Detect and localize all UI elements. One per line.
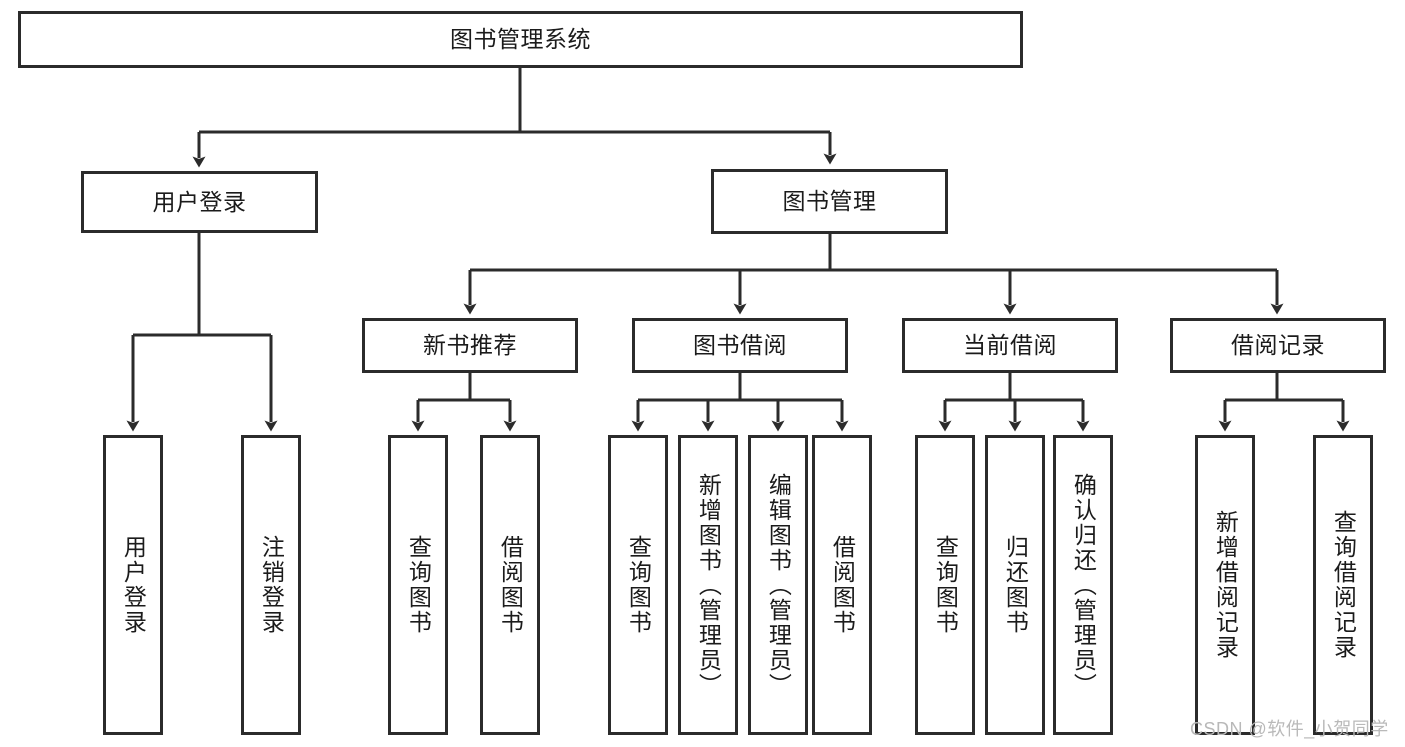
node-leaf-confirm-return[interactable]: 确认归还（管理员） — [1053, 435, 1113, 735]
node-leaf-query-record-label: 查询借阅记录 — [1330, 510, 1357, 660]
node-current-borrow-label: 当前借阅 — [963, 332, 1057, 359]
node-leaf-query-book-2[interactable]: 查询图书 — [608, 435, 668, 735]
node-leaf-borrow-book-1-label: 借阅图书 — [497, 535, 524, 635]
node-borrow-record-label: 借阅记录 — [1231, 332, 1325, 359]
node-new-book-recommend[interactable]: 新书推荐 — [362, 318, 578, 373]
node-leaf-query-book-2-label: 查询图书 — [625, 535, 652, 635]
node-leaf-user-logout-label: 注销登录 — [258, 535, 285, 635]
node-leaf-edit-book[interactable]: 编辑图书（管理员） — [748, 435, 808, 735]
node-leaf-edit-book-label: 编辑图书（管理员） — [765, 472, 792, 698]
node-leaf-query-book-1-label: 查询图书 — [405, 535, 432, 635]
node-leaf-add-record-label: 新增借阅记录 — [1212, 510, 1239, 660]
node-leaf-user-logout[interactable]: 注销登录 — [241, 435, 301, 735]
node-new-book-recommend-label: 新书推荐 — [423, 332, 517, 359]
node-leaf-query-book-1[interactable]: 查询图书 — [388, 435, 448, 735]
node-leaf-add-record[interactable]: 新增借阅记录 — [1195, 435, 1255, 735]
node-leaf-add-book[interactable]: 新增图书（管理员） — [678, 435, 738, 735]
node-leaf-user-login[interactable]: 用户登录 — [103, 435, 163, 735]
node-book-borrow[interactable]: 图书借阅 — [632, 318, 848, 373]
node-leaf-query-book-3-label: 查询图书 — [932, 535, 959, 635]
node-book-management[interactable]: 图书管理 — [711, 169, 948, 234]
watermark-text: CSDN @软件_小贺同学 — [1190, 719, 1389, 739]
node-leaf-confirm-return-label: 确认归还（管理员） — [1070, 472, 1097, 698]
node-root[interactable]: 图书管理系统 — [18, 11, 1023, 68]
node-leaf-borrow-book-1[interactable]: 借阅图书 — [480, 435, 540, 735]
node-leaf-add-book-label: 新增图书（管理员） — [695, 472, 722, 698]
node-current-borrow[interactable]: 当前借阅 — [902, 318, 1118, 373]
node-user-login-label: 用户登录 — [152, 188, 247, 215]
node-leaf-user-login-label: 用户登录 — [120, 535, 147, 635]
node-leaf-query-book-3[interactable]: 查询图书 — [915, 435, 975, 735]
node-book-management-label: 图书管理 — [782, 188, 877, 215]
node-borrow-record[interactable]: 借阅记录 — [1170, 318, 1386, 373]
node-leaf-query-record[interactable]: 查询借阅记录 — [1313, 435, 1373, 735]
node-user-login[interactable]: 用户登录 — [81, 171, 318, 233]
node-book-borrow-label: 图书借阅 — [693, 332, 787, 359]
node-leaf-borrow-book-2-label: 借阅图书 — [829, 535, 856, 635]
node-root-label: 图书管理系统 — [450, 26, 591, 53]
node-leaf-borrow-book-2[interactable]: 借阅图书 — [812, 435, 872, 735]
node-leaf-return-book-label: 归还图书 — [1002, 535, 1029, 635]
node-leaf-return-book[interactable]: 归还图书 — [985, 435, 1045, 735]
